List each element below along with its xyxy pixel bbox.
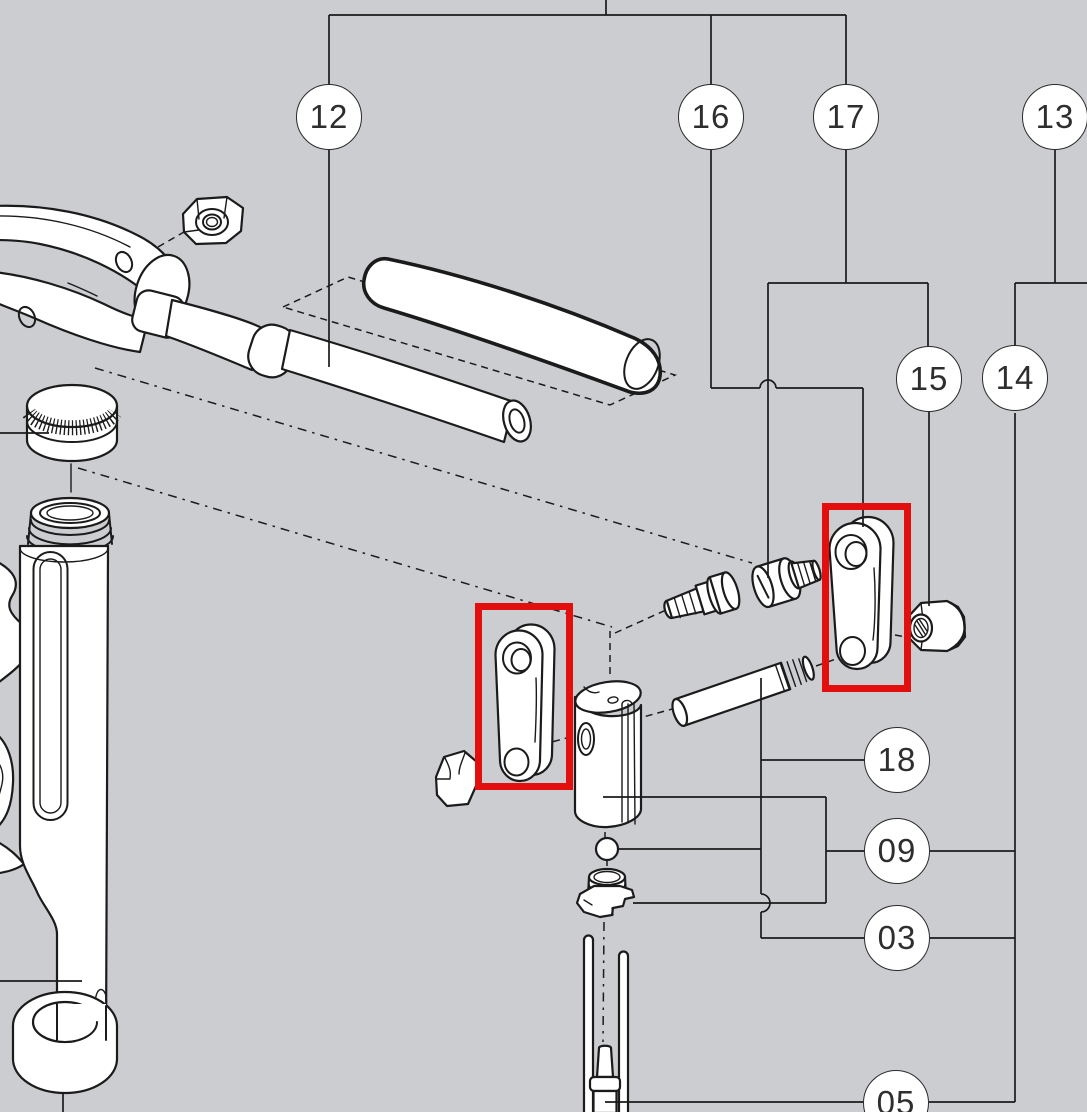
connecting-link-right <box>828 515 895 671</box>
hinge-pin <box>671 655 815 727</box>
callout-14[interactable]: 14 <box>982 345 1048 411</box>
callout-16[interactable]: 16 <box>678 84 744 150</box>
callout-12[interactable]: 12 <box>296 84 362 150</box>
callout-18[interactable]: 18 <box>864 727 930 793</box>
hex-nut-top <box>181 195 245 246</box>
slotted-shoulder-screw <box>751 557 822 609</box>
callout-17[interactable]: 17 <box>813 84 879 150</box>
guide-rod-right <box>617 950 630 1112</box>
knurled-cap <box>22 383 122 493</box>
hex-bolt-head <box>434 749 479 808</box>
center-lines <box>602 832 608 1043</box>
guide-rod-left <box>582 934 595 1112</box>
highlight-box-right <box>822 503 911 692</box>
needle-bar <box>588 1044 622 1112</box>
handle-grip <box>361 256 662 395</box>
callout-15[interactable]: 15 <box>896 346 962 412</box>
highlight-box-left <box>475 603 573 790</box>
clamp-cylinder <box>573 680 643 829</box>
connecting-link-left <box>494 623 556 783</box>
base-ring <box>11 990 119 1095</box>
stepped-stud-screw <box>663 571 741 620</box>
slotted-cylinder <box>18 496 114 1046</box>
fork-lever <box>0 204 532 444</box>
callout-09[interactable]: 09 <box>864 818 930 884</box>
flanged-lock-nut <box>906 599 967 653</box>
castellated-nut <box>575 867 636 919</box>
callout-13[interactable]: 13 <box>1022 84 1087 150</box>
check-ball <box>594 836 620 862</box>
callout-03[interactable]: 03 <box>864 905 930 971</box>
